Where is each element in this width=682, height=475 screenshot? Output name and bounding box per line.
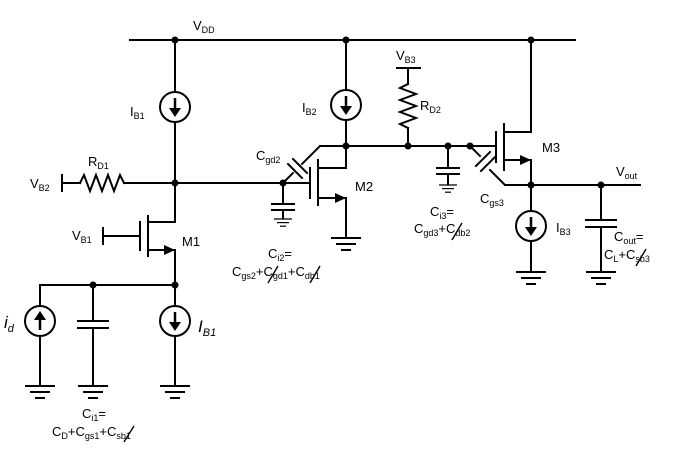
- ib3-label: IB3: [556, 220, 571, 237]
- cout-annotation: Cout= CL+Csb3: [604, 229, 650, 267]
- m1-label: M1: [182, 234, 200, 249]
- rd2-label: RD2: [420, 98, 441, 115]
- svg-text:Ci2=: Ci2=: [268, 246, 292, 263]
- id-label: id: [4, 313, 15, 335]
- vb2-label: VB2: [30, 176, 50, 193]
- cgd2-label: Cgd2: [256, 148, 280, 165]
- ib1-label: IB1: [130, 104, 145, 121]
- ib1-bottom-label: IB1: [198, 317, 216, 339]
- ci3-annotation: Ci3= Cgd3+Cdb2: [414, 204, 470, 241]
- ib2-label: IB2: [302, 100, 317, 117]
- vb3-label: VB3: [396, 48, 416, 65]
- svg-text:Ci1=: Ci1=: [82, 406, 106, 423]
- m2-label: M2: [355, 179, 373, 194]
- vb1-label: VB1: [72, 228, 92, 245]
- svg-text:CL+Csb3: CL+Csb3: [604, 247, 650, 264]
- svg-text:Cout=: Cout=: [614, 229, 644, 246]
- svg-text:Cgs2+Cgd1+Cdb1: Cgs2+Cgd1+Cdb1: [232, 264, 320, 281]
- svg-text:Cgd3+Cdb2: Cgd3+Cdb2: [414, 221, 470, 238]
- cgs3-label: Cgs3: [480, 191, 504, 208]
- svg-text:Ci3=: Ci3=: [430, 204, 454, 221]
- vout-label: Vout: [616, 164, 638, 181]
- load-resistor-rd2: [396, 67, 474, 193]
- third-stage: [468, 39, 641, 285]
- vdd-label: VDD: [193, 18, 215, 35]
- ci2-annotation: Ci2= Cgs2+Cgd1+Cdb1: [232, 246, 321, 284]
- rd1-label: RD1: [88, 154, 109, 171]
- vdd-rail: [129, 36, 576, 44]
- first-stage: [23, 39, 284, 399]
- ci1-annotation: Ci1= CD+Cgs1+Csb1: [52, 406, 135, 443]
- m3-label: M3: [542, 140, 560, 155]
- svg-text:CD+Cgs1+Csb1: CD+Cgs1+Csb1: [52, 424, 131, 441]
